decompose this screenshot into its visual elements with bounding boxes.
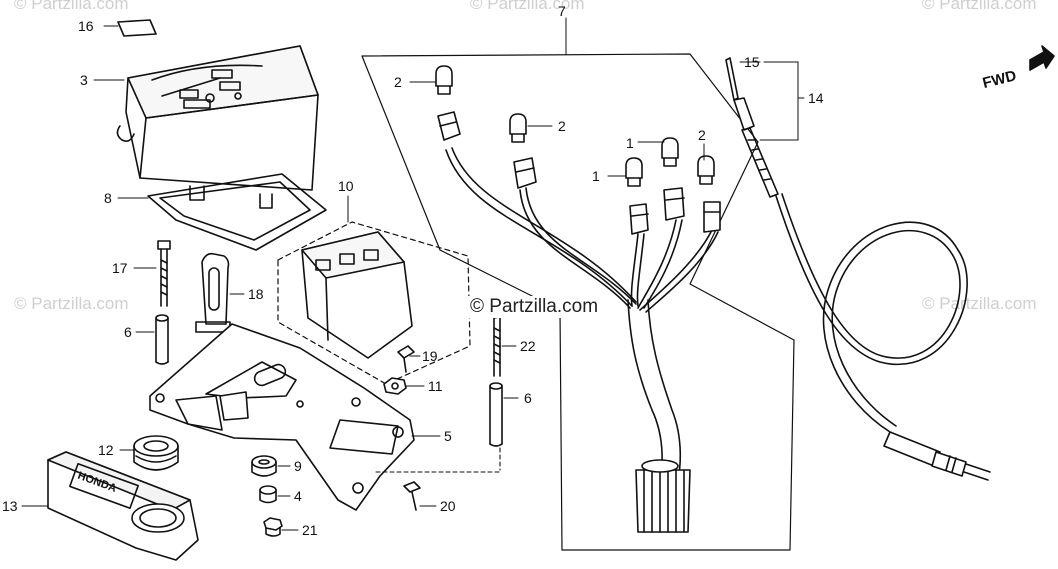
bulb: [625, 157, 643, 187]
callout-7: 7: [558, 3, 566, 19]
callout-1-a: 1: [626, 135, 634, 151]
collar-4: [259, 485, 277, 504]
watermark-center: © Partzilla.com: [468, 296, 601, 318]
bulb-socket: [513, 157, 537, 189]
watermark-top-left: © Partzilla.com: [14, 0, 129, 13]
wiring-harness: [445, 147, 719, 533]
watermark-mid-left: © Partzilla.com: [14, 294, 129, 313]
callout-22: 22: [520, 338, 536, 354]
bulb: [509, 113, 527, 143]
group-outline-10: [277, 221, 471, 385]
callout-12: 12: [98, 442, 114, 458]
callout-5: 5: [444, 428, 452, 444]
bolt-22: [489, 309, 507, 377]
grommet-12: [133, 435, 179, 471]
forward-arrow-icon: [1029, 45, 1055, 71]
collar-left: [155, 314, 169, 365]
honda-cover: [47, 451, 199, 561]
screw-19: [397, 345, 415, 373]
bulb-socket: [437, 111, 461, 141]
callout-15: 15: [744, 54, 760, 70]
mounting-bracket: [149, 323, 415, 511]
indicator-housing: [301, 231, 413, 359]
callout-19: 19: [422, 348, 438, 364]
bulb-socket: [629, 203, 649, 235]
nut-21: [263, 517, 283, 537]
callout-18: 18: [248, 286, 264, 302]
bulb: [697, 155, 715, 185]
callout-1-b: 1: [592, 168, 600, 184]
callout-11: 11: [428, 378, 443, 394]
callout-8: 8: [104, 190, 112, 206]
speedometer-cable: [725, 57, 991, 481]
nut-11: [383, 377, 407, 395]
forward-label: FWD: [981, 67, 1018, 92]
callout-2-a: 2: [394, 74, 402, 90]
callout-4: 4: [294, 488, 302, 504]
harness-group-outline: [361, 53, 795, 551]
callout-13: 13: [2, 498, 18, 514]
bulb: [435, 65, 453, 95]
bulb: [661, 137, 679, 167]
leader-lines: [21, 17, 805, 531]
callout-6-right: 6: [524, 390, 532, 406]
callout-2-b: 2: [558, 118, 566, 134]
bulb-socket: [663, 187, 685, 221]
bolt: [157, 240, 171, 307]
callout-9: 9: [294, 458, 302, 474]
grommet-9: [251, 455, 277, 477]
screw-20: [403, 481, 421, 511]
callout-20: 20: [440, 498, 456, 514]
speedometer-unit: [116, 45, 319, 209]
watermark-mid-right: © Partzilla.com: [922, 294, 1037, 313]
watermark-top-center: © Partzilla.com: [470, 0, 585, 13]
label-sticker: [117, 19, 157, 37]
callout-2-c: 2: [698, 127, 706, 143]
callout-6: 6: [124, 324, 132, 340]
callout-16: 16: [78, 18, 94, 34]
cushion-gasket: [147, 173, 327, 251]
callout-3: 3: [80, 72, 88, 88]
callout-14: 14: [808, 90, 824, 106]
callout-10: 10: [338, 178, 354, 194]
collar-right: [489, 382, 503, 447]
bulb-socket: [703, 201, 721, 233]
callout-17: 17: [112, 260, 128, 276]
strap-bracket: [195, 252, 231, 333]
watermark-top-right: © Partzilla.com: [922, 0, 1037, 13]
callout-21: 21: [302, 522, 318, 538]
